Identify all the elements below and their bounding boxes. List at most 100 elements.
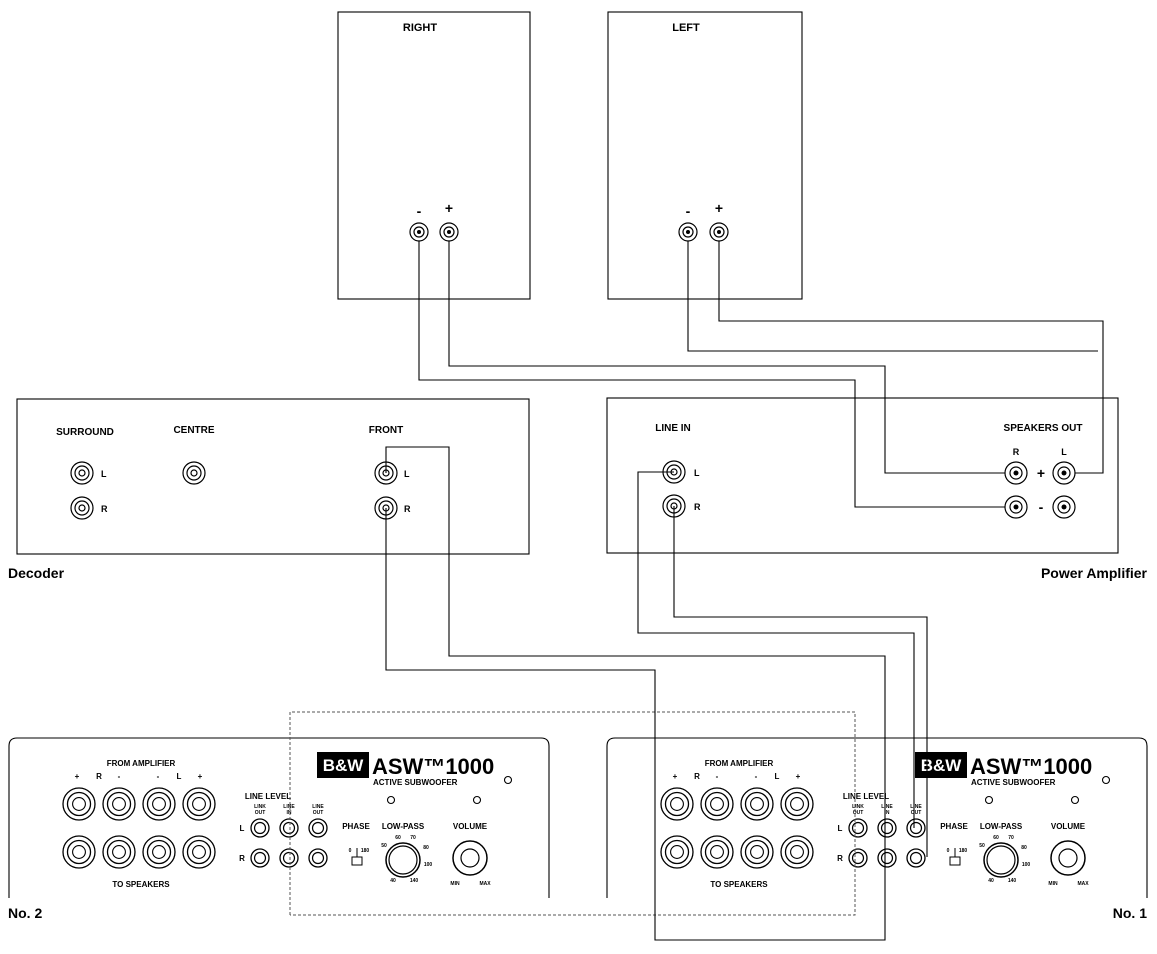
amplifier-out-r-minus-terminal [1004,495,1028,519]
sub-no1-low-pass-scale-4: 100 [1022,862,1031,868]
sub-no2-line-level-label: LINE LEVEL [245,792,291,801]
sub-no1-indicator-left [984,795,994,805]
wire-sub1-out-r-to-amp-r [673,506,928,857]
decoder-centre-label: CENTRE [173,425,214,436]
sub-no2-volume-label: VOLUME [453,822,488,831]
sub-no2-low-pass-scale-1: 70 [410,835,416,841]
sub-no1-logo-box [915,752,967,778]
decoder-surround-l-label: L [101,469,107,479]
sub-no1-low-pass-scale-2: 50 [979,843,985,849]
sub-no2-indicator-right [472,795,482,805]
amplifier-line-in-label: LINE IN [655,423,691,434]
decoder-surround-r-label: R [101,504,108,514]
amplifier-out-minus-label: - [1039,499,1044,515]
sub-no2-volume-knob [452,840,488,876]
sub-no1-volume-max-label: MAX [1077,881,1089,887]
sub-no1-low-pass-scale-0: 60 [993,835,999,841]
sub-no2-to-speakers-label: TO SPEAKERS [112,880,170,889]
sub-no2-volume-min-label: MIN [450,881,460,887]
sub-no1-volume-knob [1050,840,1086,876]
amplifier-out-l-label: L [1061,447,1067,457]
speaker-left-plus-terminal [709,222,729,242]
sub-no2-low-pass-knob-inner [388,845,418,875]
amplifier-caption: Power Amplifier [1041,565,1148,581]
sub-no1-to-speakers-label: TO SPEAKERS [710,880,768,889]
sub-no2-rca-l-0 [250,818,270,838]
sub-no2-amp-terminal-top-0 [62,787,96,821]
sub-no1-amp-sign-1: R [694,772,700,781]
sub-no1-amp-sign-4: L [775,772,780,781]
sub-no1-line-out-label-1: LINE [910,804,922,810]
sub-no1-line-level-label: LINE LEVEL [843,792,889,801]
speaker-right-plus: + [445,200,453,216]
sub-no1-low-pass-scale-5: 40 [988,878,994,884]
amplifier-speakers-out-label: SPEAKERS OUT [1004,423,1083,434]
sub-no1-rca-l-1 [877,818,897,838]
sub-no2-from-amplifier-label: FROM AMPLIFIER [107,759,176,768]
sub-no1-phase-label: PHASE [940,822,968,831]
decoder-surround-label: SURROUND [56,427,114,438]
sub-no1-amp-terminal-top-3 [780,787,814,821]
sub-no1-low-pass-label: LOW-PASS [980,822,1023,831]
sub-no1-power-led [1101,775,1111,785]
sub-no2-line-in-label-1: LINE [283,804,295,810]
sub-no1-phase-switch [949,856,961,866]
sub-no2-amp-terminal-top-2 [142,787,176,821]
sub-no2-subtitle-label: ACTIVE SUBWOOFER [373,778,458,787]
sub-no2-amp-terminal-bottom-0 [62,835,96,869]
sub-no2-power-led [503,775,513,785]
amplifier-out-l-plus-terminal [1052,461,1076,485]
sub-no2-line-out-label-1: LINE [312,804,324,810]
sub-no2-amp-sign-3: - [157,772,160,781]
wire-sub1-out-l-to-amp-l [637,471,915,828]
decoder-surround-l-jack [70,461,94,485]
sub-no1-link-out-label-1: LINK [852,804,864,810]
sub-no1-amp-terminal-bottom-2 [740,835,774,869]
sub-no2-line-out-label-2: OUT [313,810,324,816]
sub-no2-link-out-label-2: OUT [255,810,266,816]
sub-no1-phase-0-label: 0 [947,848,950,854]
sub-no2-amp-terminal-bottom-3 [182,835,216,869]
sub-no2-amp-sign-4: L [177,772,182,781]
sub-no1-rca-r-2 [906,848,926,868]
sub-no2-low-pass-knob [385,842,421,878]
link-cable-dashed [289,711,856,916]
sub-no2-amp-terminal-bottom-2 [142,835,176,869]
speaker-left-minus: - [686,203,691,219]
speaker-left-title: LEFT [672,22,700,34]
speaker-wires [418,241,1104,508]
sub-no2-link-out-label-1: LINK [254,804,266,810]
sub-no2-volume-knob-inner [460,848,480,868]
sub-no1-volume-knob-inner [1058,848,1078,868]
sub-no2-phase-label: PHASE [342,822,370,831]
sub-no1-amp-terminal-bottom-0 [660,835,694,869]
sub-no1-amp-terminal-bottom-1 [700,835,734,869]
sub-no1-indicator-right [1070,795,1080,805]
sub-no1-from-amplifier-label: FROM AMPLIFIER [705,759,774,768]
sub-no1-amp-terminal-top-1 [700,787,734,821]
amplifier-out-plus-label: + [1037,465,1045,481]
decoder-front-l-label: L [404,469,410,479]
sub-no2-logo-box [317,752,369,778]
sub-no1-rca-l-0 [848,818,868,838]
sub-no2-low-pass-scale-0: 60 [395,835,401,841]
sub-no2-amp-sign-0: + [75,772,80,781]
sub-no1-amp-sign-0: + [673,772,678,781]
sub-no1-model-label: ASW™1000 [970,754,1092,779]
sub-no2-phase-0-label: 0 [349,848,352,854]
sub-no2-amp-sign-5: + [198,772,203,781]
sub-no2-phase-switch [351,856,363,866]
sub-no2-phase-180-label: 180 [361,848,370,854]
sub-no2-low-pass-scale-4: 100 [424,862,433,868]
speaker-left: LEFT - + [607,11,803,300]
sub-no1-link-out-label-2: OUT [853,810,864,816]
sub-no2-rca-r-2 [308,848,328,868]
sub-no2-low-pass-label: LOW-PASS [382,822,425,831]
amplifier-line-in-l-label: L [694,468,700,478]
sub-no1-rca-l-2 [906,818,926,838]
speaker-right-plus-terminal [439,222,459,242]
sub-no1-volume-min-label: MIN [1048,881,1058,887]
sub-no2-amp-sign-1: R [96,772,102,781]
